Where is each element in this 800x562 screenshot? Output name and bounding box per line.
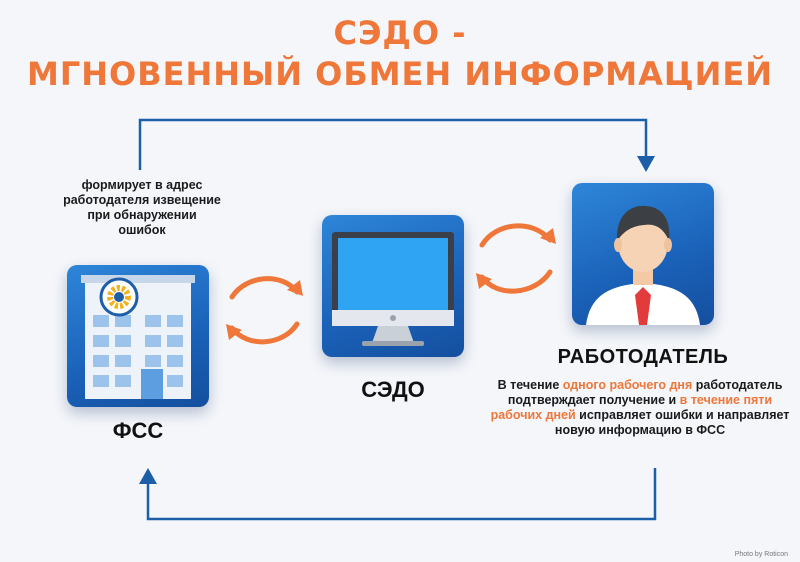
arrowhead-right-2 <box>476 273 492 289</box>
person-icon <box>586 205 700 325</box>
fss-label: ФСС <box>112 418 164 443</box>
arrowhead-right-1 <box>540 228 556 244</box>
monitor-icon <box>332 232 454 346</box>
exchange-arrows-left <box>229 276 300 345</box>
down-arrowhead <box>637 156 655 172</box>
employer-label: РАБОТОДАТЕЛЬ <box>557 346 729 368</box>
top-connector-line <box>138 118 648 170</box>
exchange-arrows-right <box>479 223 553 294</box>
building-icon <box>81 275 195 399</box>
employer-note-highlight-1: одного рабочего дня <box>562 378 693 392</box>
title-line-1: СЭДО - <box>333 14 467 52</box>
arrowhead-left-2 <box>226 324 242 340</box>
fss-note: формирует в адрес работодателя извещение… <box>63 178 221 237</box>
arrowhead-left-1 <box>287 280 303 296</box>
employer-note-part-3: исправляет ошибки и направляет новую инф… <box>554 408 790 437</box>
bottom-connector-line <box>146 468 657 521</box>
employer-card <box>572 183 714 325</box>
fss-card <box>67 265 209 407</box>
employer-note-part-1: В течение <box>497 378 563 392</box>
sedo-card <box>322 215 464 357</box>
sedo-label: СЭДО <box>361 377 425 402</box>
title-line-2: МГНОВЕННЫЙ ОБМЕН ИНФОРМАЦИЕЙ <box>27 55 773 93</box>
employer-note-part-2: работодатель подтверждает получение и <box>507 378 783 407</box>
employer-note: В течение одного рабочего дня работодате… <box>486 378 794 438</box>
photo-credit: Photo by Roticon <box>734 551 788 558</box>
employer-note-highlight-2: в течение пяти рабочих дней <box>490 393 773 422</box>
up-arrowhead <box>139 468 157 484</box>
